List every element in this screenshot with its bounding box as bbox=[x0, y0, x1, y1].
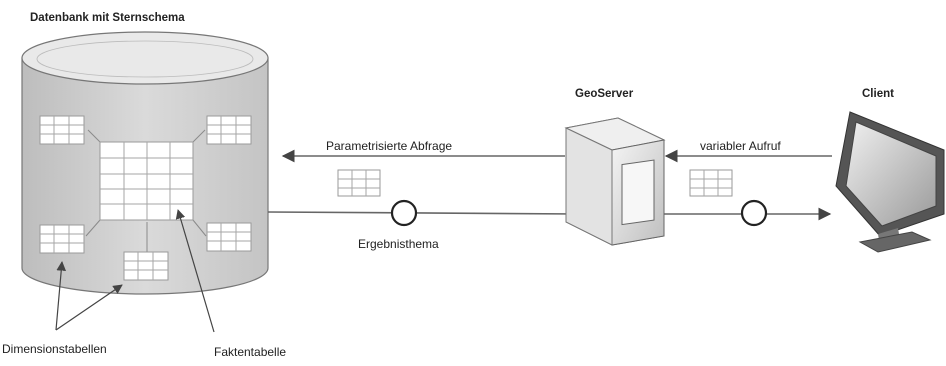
query-label: Parametrisierte Abfrage bbox=[326, 139, 452, 153]
result-arrow bbox=[267, 207, 582, 221]
dimension-tables-label: Dimensionstabellen bbox=[2, 342, 107, 356]
call-label: variabler Aufruf bbox=[700, 139, 781, 153]
dimension-table-bottom-right bbox=[206, 222, 252, 252]
response-theme-icon bbox=[740, 199, 768, 227]
server-icon bbox=[564, 117, 666, 246]
fact-table-label: Faktentabelle bbox=[214, 345, 286, 359]
query-table-icon bbox=[337, 169, 381, 197]
fact-table bbox=[99, 141, 194, 221]
dimension-table-bottom-center bbox=[123, 251, 169, 281]
label-pointers bbox=[55, 209, 215, 333]
result-theme-icon bbox=[390, 199, 418, 227]
call-table-icon bbox=[689, 169, 733, 197]
dimension-table-bottom-left bbox=[39, 224, 85, 254]
dimension-table-top-right bbox=[206, 115, 252, 145]
client-label: Client bbox=[862, 88, 894, 100]
geoserver-label: GeoServer bbox=[575, 88, 634, 100]
star-schema-links bbox=[85, 129, 207, 252]
dimension-table-top-left bbox=[39, 115, 85, 145]
monitor-icon bbox=[835, 111, 945, 253]
database-title: Datenbank mit Sternschema bbox=[30, 12, 185, 24]
result-label: Ergebnisthema bbox=[358, 237, 439, 251]
